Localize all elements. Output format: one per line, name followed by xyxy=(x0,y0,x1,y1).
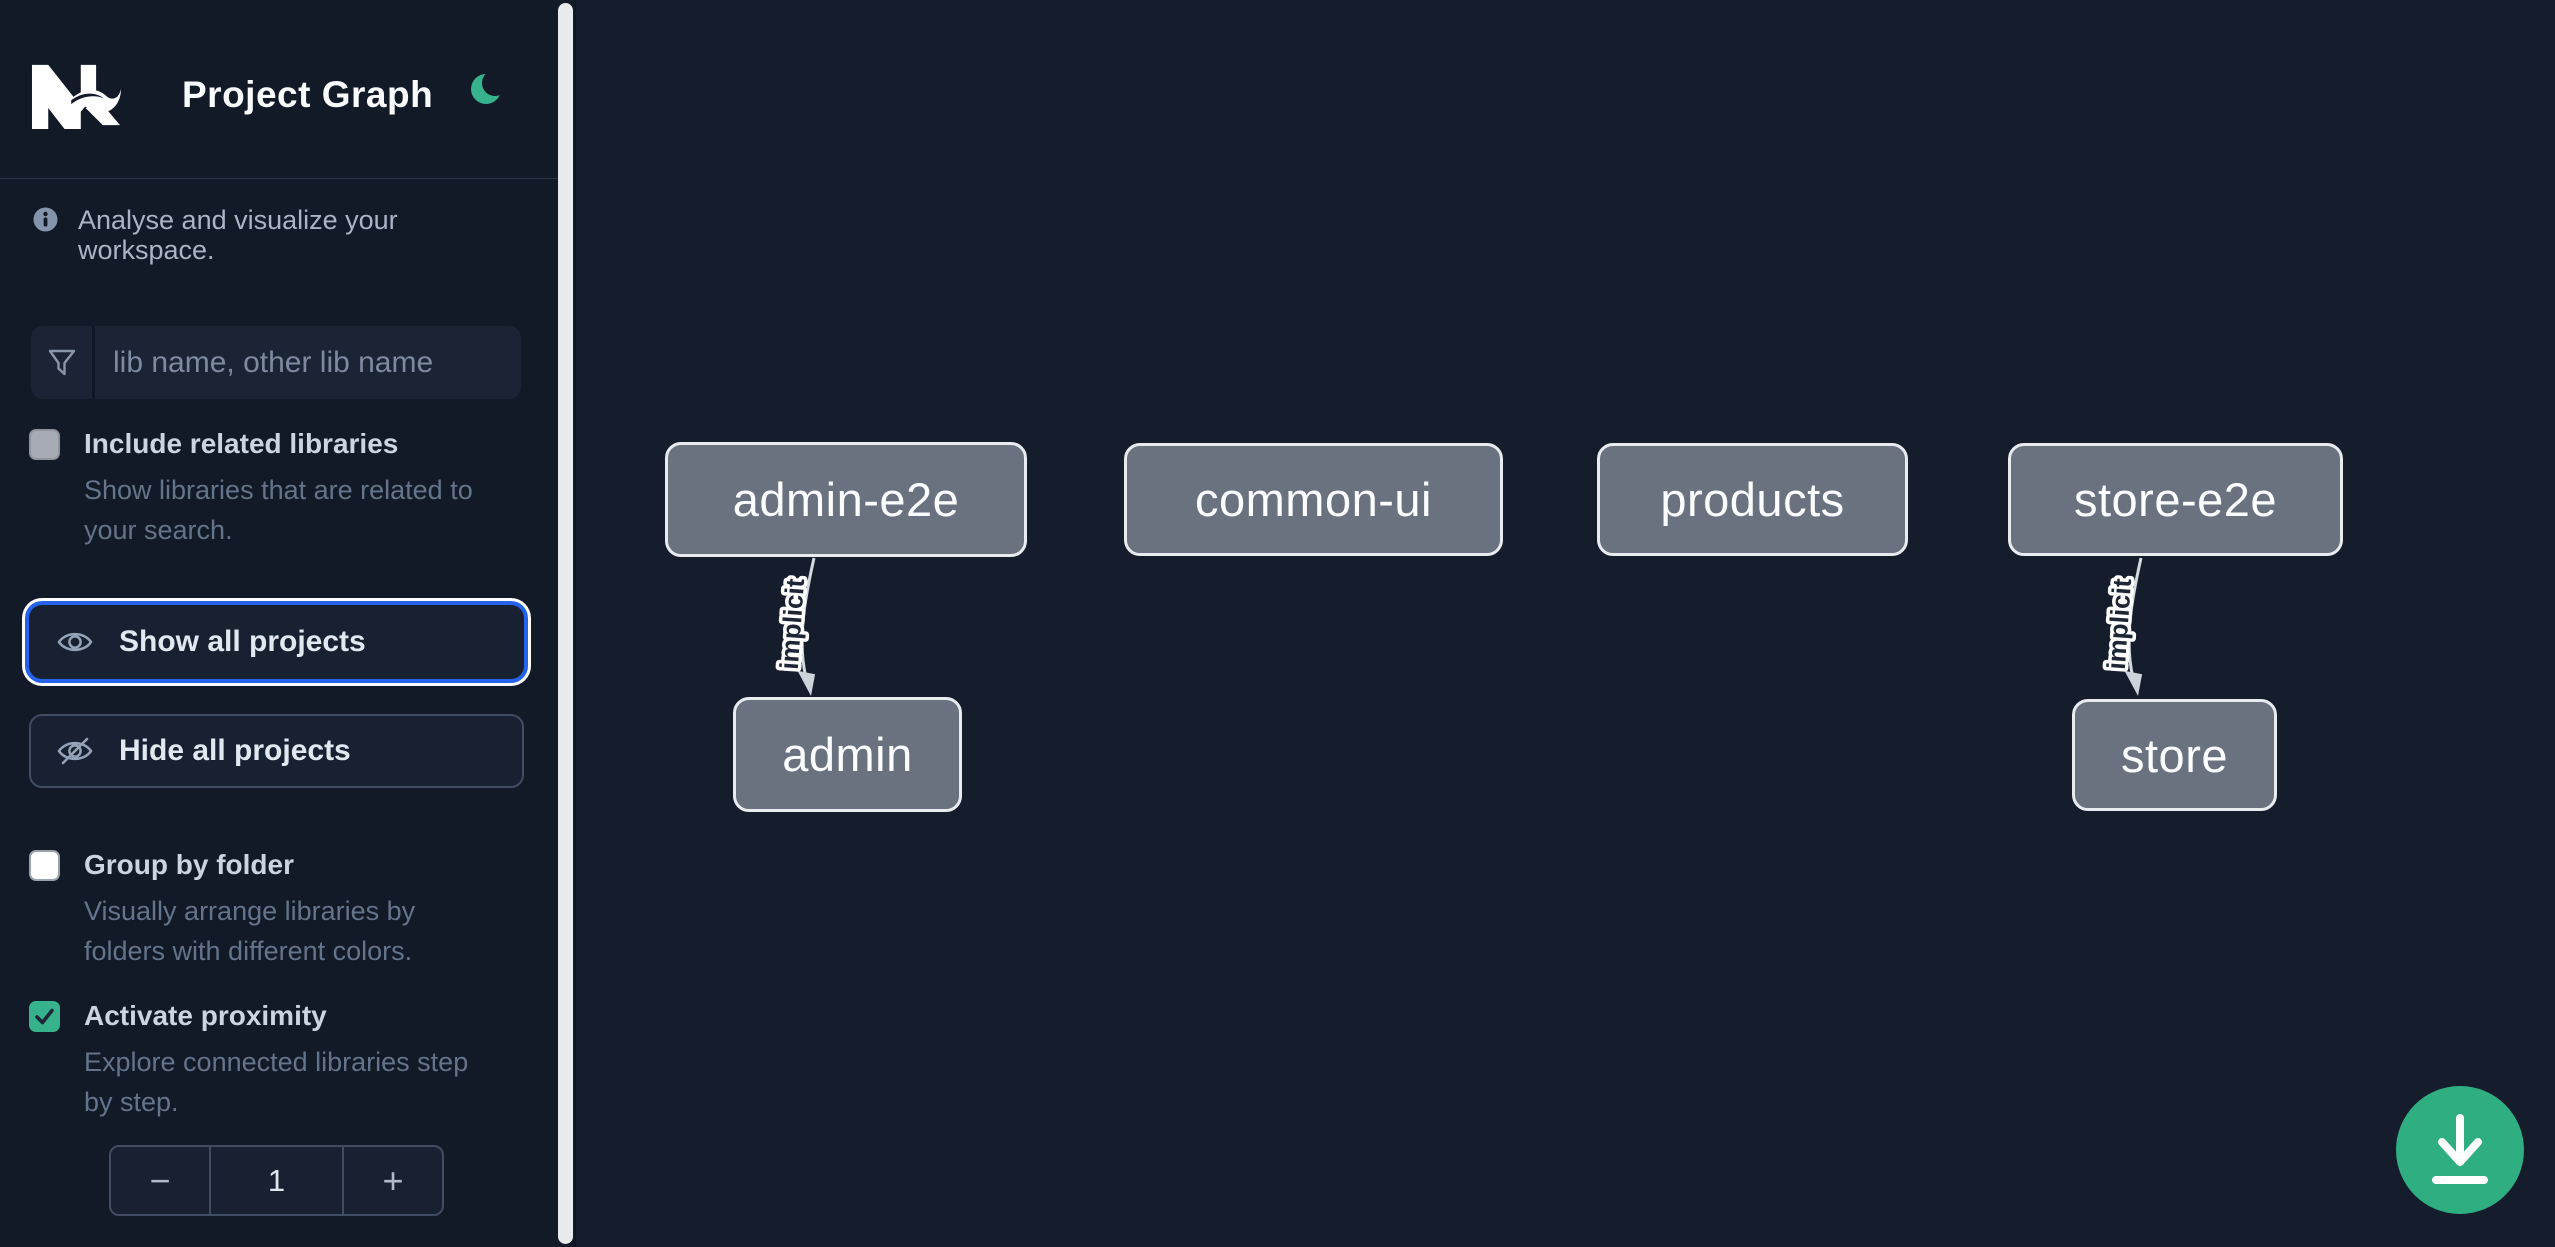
proximity-increment-button[interactable]: + xyxy=(344,1147,442,1214)
activate-proximity-checkbox[interactable] xyxy=(29,1000,60,1032)
proximity-value: 1 xyxy=(209,1147,344,1214)
download-icon xyxy=(2432,1114,2488,1184)
proximity-decrement-button[interactable]: − xyxy=(111,1147,209,1214)
filter-box xyxy=(31,326,521,399)
graph-node-store-e2e[interactable]: store-e2e xyxy=(2008,443,2343,556)
download-graph-button[interactable] xyxy=(2396,1086,2524,1214)
activate-proximity-description: Explore connected libraries step by step… xyxy=(84,1047,469,1117)
sidebar-scrollbar-thumb[interactable] xyxy=(558,3,573,1244)
nx-logo xyxy=(31,64,121,129)
edge-store xyxy=(2127,557,2143,679)
show-all-projects-button[interactable]: Show all projects xyxy=(29,605,524,679)
funnel-icon xyxy=(48,349,75,375)
filter-input[interactable] xyxy=(95,326,521,399)
workspace-info-text: Analyse and visualize your workspace. xyxy=(78,205,398,265)
hide-all-projects-label: Hide all projects xyxy=(119,734,351,767)
proximity-stepper: − 1 + xyxy=(109,1145,444,1216)
group-by-folder-checkbox[interactable] xyxy=(29,849,60,881)
eye-off-icon xyxy=(57,737,93,765)
activate-proximity-label[interactable]: Activate proximity xyxy=(84,1000,327,1031)
graph-node-admin[interactable]: admin xyxy=(733,697,962,812)
include-related-label[interactable]: Include related libraries xyxy=(84,428,399,459)
group-by-folder-label[interactable]: Group by folder xyxy=(84,849,294,880)
info-icon xyxy=(33,207,58,232)
hide-all-projects-button[interactable]: Hide all projects xyxy=(29,714,524,788)
graph-node-store[interactable]: store xyxy=(2072,699,2277,811)
moon-icon xyxy=(471,70,508,104)
show-all-projects-label: Show all projects xyxy=(119,625,366,658)
option-include-related: Include related libraries Show libraries… xyxy=(29,428,529,550)
edge-store-label: implicit xyxy=(2101,577,2137,670)
include-related-description: Show libraries that are related to your … xyxy=(84,475,473,545)
group-by-folder-description: Visually arrange libraries by folders wi… xyxy=(84,896,416,966)
checkmark-icon xyxy=(35,1008,54,1024)
option-group-by-folder: Group by folder Visually arrange librari… xyxy=(29,849,529,971)
edge-store-arrowhead xyxy=(2124,670,2143,696)
eye-icon xyxy=(57,632,93,652)
include-related-checkbox[interactable] xyxy=(29,428,60,460)
edge-admin-label: implicit xyxy=(774,577,810,670)
option-activate-proximity: Activate proximity Explore connected lib… xyxy=(29,1000,529,1122)
edge-admin-arrowhead xyxy=(797,670,816,696)
graph-node-products[interactable]: products xyxy=(1597,443,1908,556)
page-title: Project Graph xyxy=(182,74,434,115)
theme-toggle-button[interactable] xyxy=(468,70,508,108)
sidebar: Project Graph Analyse and visualize your… xyxy=(0,0,576,1247)
edge-admin xyxy=(800,557,816,679)
graph-node-admin-e2e[interactable]: admin-e2e xyxy=(665,442,1027,557)
graph-node-common-ui[interactable]: common-ui xyxy=(1124,443,1503,556)
header-divider xyxy=(0,178,557,179)
